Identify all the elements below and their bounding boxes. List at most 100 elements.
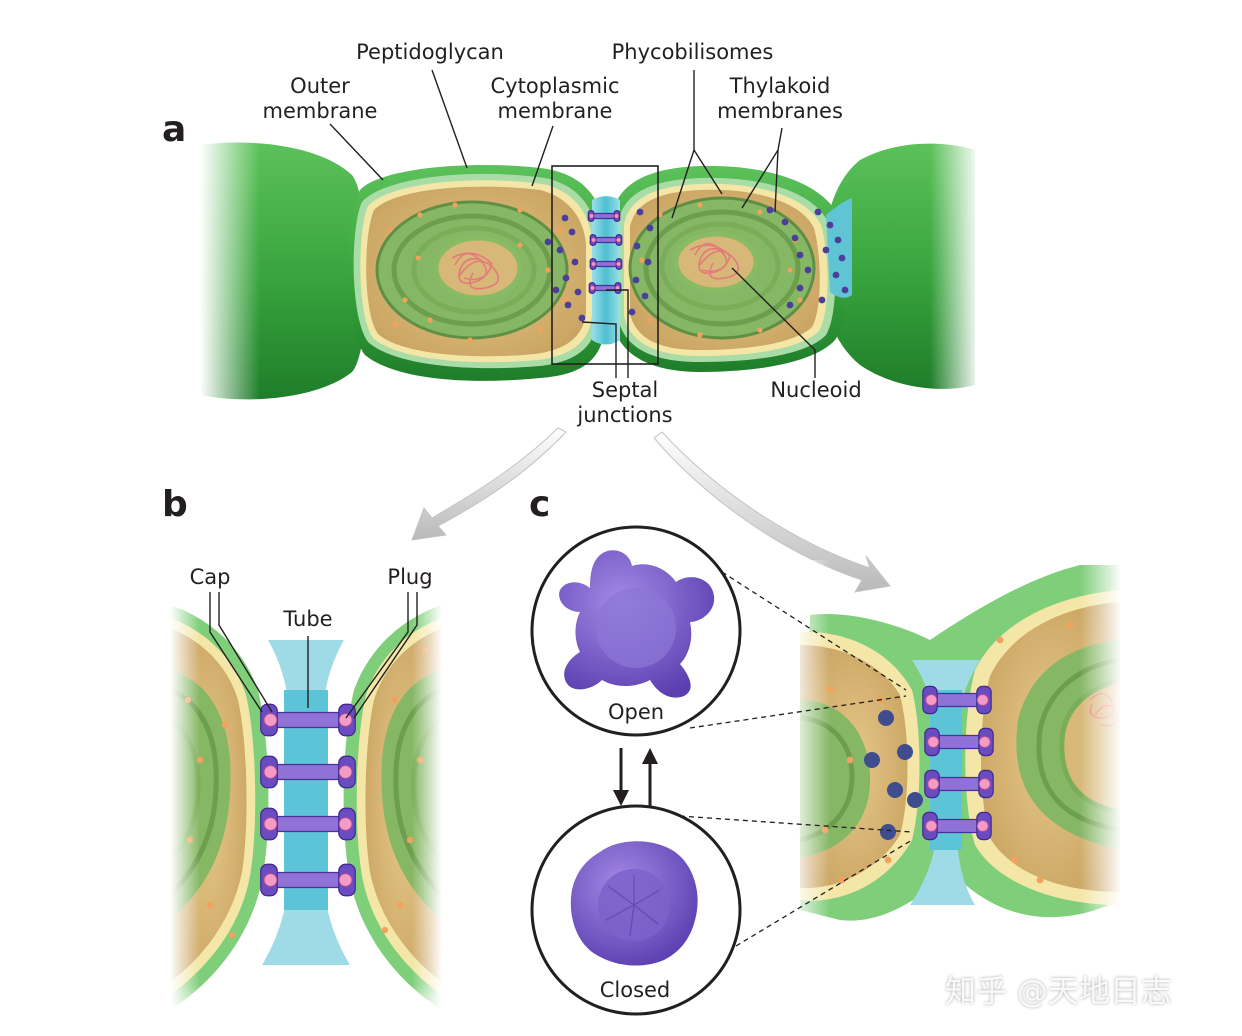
granule [996,636,1004,644]
phycobilisome [633,242,641,250]
granule [1011,856,1019,864]
c-granules [821,621,1074,884]
phycobilisome [562,274,570,282]
phycobilisome [878,710,894,726]
phycobilisome [544,238,552,246]
granule [228,931,236,939]
granule [697,202,703,208]
label-plug: Plug [387,565,433,589]
panel-c-label: c [529,484,551,525]
cell-1-nucleoid [451,252,500,290]
phycobilisome [781,218,789,226]
granule [392,322,398,328]
junction-plug-left [589,213,595,219]
phycobilisome [822,246,830,254]
label-phycobilisomes: Phycobilisomes [611,40,774,64]
label-tube: Tube [283,607,333,631]
label-open: Open [607,700,665,724]
phycobilisome [796,251,804,259]
phycobilisome [897,744,913,760]
leader-lines-b [209,592,418,719]
granule [838,876,846,884]
septal-junction [922,811,992,841]
phycobilisome [841,286,849,294]
granule [415,255,421,261]
granule [406,836,414,844]
label-outer-membrane-line1: Outer [290,74,350,98]
phycobilisome [838,254,846,262]
junction-plug-right [978,736,991,748]
phycobilisome [628,308,636,316]
junction-tube [268,871,348,889]
zoom-box [551,165,659,365]
junction-plug-right [978,778,991,790]
phycobilisome [887,782,903,798]
granule [797,297,803,303]
phycobilisome [766,206,774,214]
phycobilisome [571,258,579,266]
phycobilisome [786,301,794,309]
granule [206,901,214,909]
phycobilisome [646,224,654,232]
label-cap: Cap [189,565,231,589]
label-thylakoid-membranes-line2: membranes [717,99,843,123]
label-cytoplasmic-membrane-line1: Cytoplasmic [490,74,620,98]
junction-plug-right [976,820,989,832]
phycobilisome [561,214,569,222]
junction-plug-right [614,213,620,219]
phycobilisome [568,228,576,236]
granule [787,267,793,273]
granule [757,209,763,215]
panel-b-septum-detail [170,600,442,1020]
cell-1-thylakoids [375,200,569,340]
granule [757,327,763,333]
phycobilisome [564,301,572,309]
septal-junction [260,755,356,789]
junction-plug-left [263,873,278,887]
junction-plug-left [590,285,596,291]
granule [562,297,568,303]
junction-plug-left [927,736,940,748]
granule [381,926,389,934]
leader-lines-a [329,69,816,378]
junction-plug-right [338,817,353,831]
junction-plug-left [263,765,278,779]
septal-junction [922,685,992,715]
phycobilisome [804,266,812,274]
granule [396,901,404,909]
junction-plug-right [616,237,622,243]
septal-junctions-a [587,210,623,294]
label-closed: Closed [599,978,671,1002]
panel-c-septum-zoom [790,560,1120,940]
junction-plug-right [976,694,989,706]
granule [221,721,229,729]
phycobilisome [791,234,799,242]
granule [557,227,563,233]
label-outer-membrane-line2: membrane [262,99,378,123]
granule [846,756,854,764]
junction-plug-left [591,261,597,267]
septal-junction [260,807,356,841]
phycobilisome [556,246,564,254]
septal-junction [589,234,623,246]
junction-plug-left [925,694,938,706]
label-septal-junctions-line1: Septal [591,378,659,402]
zoom-dashed-lines [679,571,913,947]
panel-b-label: b [162,484,188,525]
junction-tube [929,692,985,708]
junction-plug-right [338,873,353,887]
junction-plug-left [925,820,938,832]
phycobilisome [864,752,880,768]
label-thylakoid-membranes-line1: Thylakoid [729,74,831,98]
phycobilisome [796,284,804,292]
granule [647,317,653,323]
granule [467,337,473,343]
zoom-arrows [411,427,891,593]
granule [697,332,703,338]
junction-tube [268,763,348,781]
closed-state-circle [530,804,742,1016]
junction-tube [929,818,985,834]
junction-plug-right [338,765,353,779]
septal-junction [924,769,994,799]
